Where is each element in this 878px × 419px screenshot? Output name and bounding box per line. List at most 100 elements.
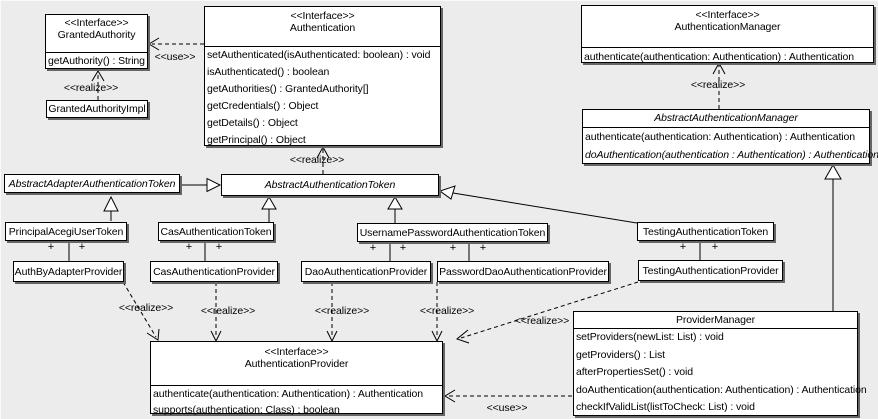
class-title: ProviderManager	[574, 312, 857, 328]
method: checkIfValidList(listToCheck: List) : vo…	[576, 401, 755, 413]
realize-label: <<realize>>	[314, 305, 370, 317]
class-title: <<Interface>> AuthenticationManager	[582, 6, 873, 47]
class-cas-authentication-provider[interactable]: CasAuthenticationProvider	[150, 261, 278, 282]
realize-testing-provider-to-authentication-provider	[455, 281, 639, 344]
realize-label: <<realize>>	[289, 154, 345, 166]
plus-marker: +	[399, 242, 407, 254]
realize-abstract-token-to-authentication	[316, 145, 330, 174]
class-provider-manager[interactable]: ProviderManager setProviders(newList: Li…	[573, 311, 867, 417]
plus-marker: +	[47, 241, 55, 253]
method: isAuthenticated() : boolean	[207, 66, 330, 78]
class-name: GrantedAuthority	[57, 29, 136, 41]
class-testing-authentication-provider[interactable]: TestingAuthenticationProvider	[638, 260, 783, 281]
class-title: AbstractAuthenticationManager	[583, 110, 869, 127]
class-cas-authentication-token[interactable]: CasAuthenticationToken	[158, 222, 274, 241]
class-name: AbstractAdapterAuthenticationToken	[8, 177, 176, 190]
method: afterPropertiesSet() : void	[576, 366, 693, 378]
method-compartment: setAuthenticated(isAuthenticated: boolea…	[205, 46, 440, 149]
class-password-dao-authentication-provider[interactable]: PasswordDaoAuthenticationProvider	[437, 261, 609, 282]
realize-label: <<realize>>	[690, 79, 746, 91]
use-authentication-to-grantedauthority	[148, 37, 204, 51]
method: authenticate(authentication: Authenticat…	[584, 51, 855, 63]
class-username-password-authentication-token[interactable]: UsernamePasswordAuthenticationToken	[357, 223, 548, 242]
class-title: <<Interface>> AuthenticationProvider	[151, 342, 442, 385]
method: getCredentials() : Object	[207, 100, 319, 112]
class-granted-authority-impl[interactable]: GrantedAuthorityImpl	[46, 100, 148, 118]
plus-marker: +	[215, 241, 223, 253]
method-compartment: authenticate(authentication: Authenticat…	[582, 47, 873, 66]
class-authentication[interactable]: <<Interface>> Authentication setAuthenti…	[204, 6, 441, 146]
method: supports(authentication: Class) : boolea…	[153, 404, 340, 416]
class-name: DaoAuthenticationProvider	[304, 265, 428, 278]
plus-marker: +	[185, 241, 193, 253]
realize-abstract-manager-to-authentication-manager	[712, 61, 726, 109]
class-name: AuthByAdapterProvider	[14, 265, 123, 278]
class-name: AuthenticationProvider	[244, 358, 349, 370]
use-provider-manager-to-authentication-provider	[444, 389, 572, 403]
method: getAuthorities() : GrantedAuthority[]	[207, 83, 369, 95]
class-name: PrincipalAcegiUserToken	[8, 225, 124, 238]
method: authenticate(authentication: Authenticat…	[153, 388, 424, 400]
class-title: <<Interface>> Authentication	[205, 7, 440, 46]
class-name: ProviderManager	[675, 314, 756, 326]
class-name: AuthenticationManager	[674, 21, 781, 33]
plus-marker: +	[369, 242, 377, 254]
method: authenticate(authentication: Authenticat…	[585, 131, 856, 143]
use-label: <<use>>	[486, 402, 528, 414]
method: doAuthentication(authentication: Authent…	[576, 383, 867, 396]
class-name: GrantedAuthorityImpl	[48, 103, 146, 115]
plus-marker: +	[78, 241, 86, 253]
realize-label: <<realize>>	[514, 315, 570, 327]
class-name: AbstractAuthenticationManager	[654, 112, 798, 124]
class-abstract-authentication-token[interactable]: AbstractAuthenticationToken	[221, 174, 439, 196]
method: getPrincipal() : Object	[207, 134, 306, 146]
class-name: CasAuthenticationToken	[160, 225, 272, 238]
class-principal-acegi-user-token[interactable]: PrincipalAcegiUserToken	[5, 222, 127, 241]
class-title: <<Interface>> GrantedAuthority	[46, 15, 147, 52]
plus-marker: +	[679, 241, 687, 253]
method-compartment: authenticate(authentication: Authenticat…	[151, 385, 442, 418]
class-name: CasAuthenticationProvider	[153, 265, 275, 278]
method-compartment: setProviders(newList: List) : void getPr…	[574, 328, 867, 417]
generalization-username-token-to-abstract-token	[387, 196, 403, 223]
realize-label: <<realize>>	[118, 302, 174, 314]
generalization-cas-token-to-abstract-token	[261, 196, 277, 222]
class-abstract-authentication-manager[interactable]: AbstractAuthenticationManager authentica…	[582, 109, 878, 164]
realize-authby-to-authentication-provider	[122, 281, 160, 341]
class-authentication-manager[interactable]: <<Interface>> AuthenticationManager auth…	[581, 5, 874, 63]
method: getProviders() : List	[576, 348, 665, 361]
realize-gaimpl-to-grantedauthority	[91, 70, 105, 100]
class-authentication-provider[interactable]: <<Interface>> AuthenticationProvider aut…	[150, 341, 443, 416]
class-name: Authentication	[289, 22, 356, 34]
method-compartment: getAuthority() : String	[46, 52, 147, 70]
class-name: UsernamePasswordAuthenticationToken	[359, 226, 546, 239]
realize-label: <<realize>>	[63, 82, 119, 94]
stereotype-label: <<Interface>>	[695, 9, 760, 21]
class-name: AbstractAuthenticationToken	[264, 179, 396, 191]
stereotype-label: <<Interface>>	[64, 17, 129, 29]
class-testing-authentication-token[interactable]: TestingAuthenticationToken	[637, 222, 774, 241]
realize-label: <<realize>>	[419, 305, 475, 317]
stereotype-label: <<Interface>>	[264, 346, 329, 358]
method: getAuthority() : String	[48, 55, 145, 67]
stereotype-label: <<Interface>>	[290, 10, 355, 22]
method: getDetails() : Object	[207, 117, 298, 129]
class-name: TestingAuthenticationToken	[642, 225, 769, 238]
class-abstract-adapter-authentication-token[interactable]: AbstractAdapterAuthenticationToken	[4, 174, 180, 193]
method-compartment: authenticate(authentication: Authenticat…	[583, 127, 878, 164]
class-dao-authentication-provider[interactable]: DaoAuthenticationProvider	[301, 261, 431, 282]
class-name: PasswordDaoAuthenticationProvider	[439, 265, 607, 278]
generalization-adapter-to-abstract-token	[180, 177, 222, 193]
use-label: <<use>>	[154, 51, 196, 63]
plus-marker: +	[449, 242, 457, 254]
class-auth-by-adapter-provider[interactable]: AuthByAdapterProvider	[13, 261, 124, 282]
realize-label: <<realize>>	[200, 305, 256, 317]
method: doAuthentication(authentication : Authen…	[585, 149, 878, 161]
generalization-provider-manager-to-abstract-manager	[824, 163, 842, 311]
generalization-principal-to-adapter-token	[103, 195, 119, 221]
generalization-testing-token-to-abstract-token	[438, 185, 638, 224]
class-granted-authority[interactable]: <<Interface>> GrantedAuthority getAuthor…	[45, 14, 148, 69]
method: setProviders(newList: List) : void	[576, 331, 724, 343]
method: setAuthenticated(isAuthenticated: boolea…	[207, 49, 431, 61]
